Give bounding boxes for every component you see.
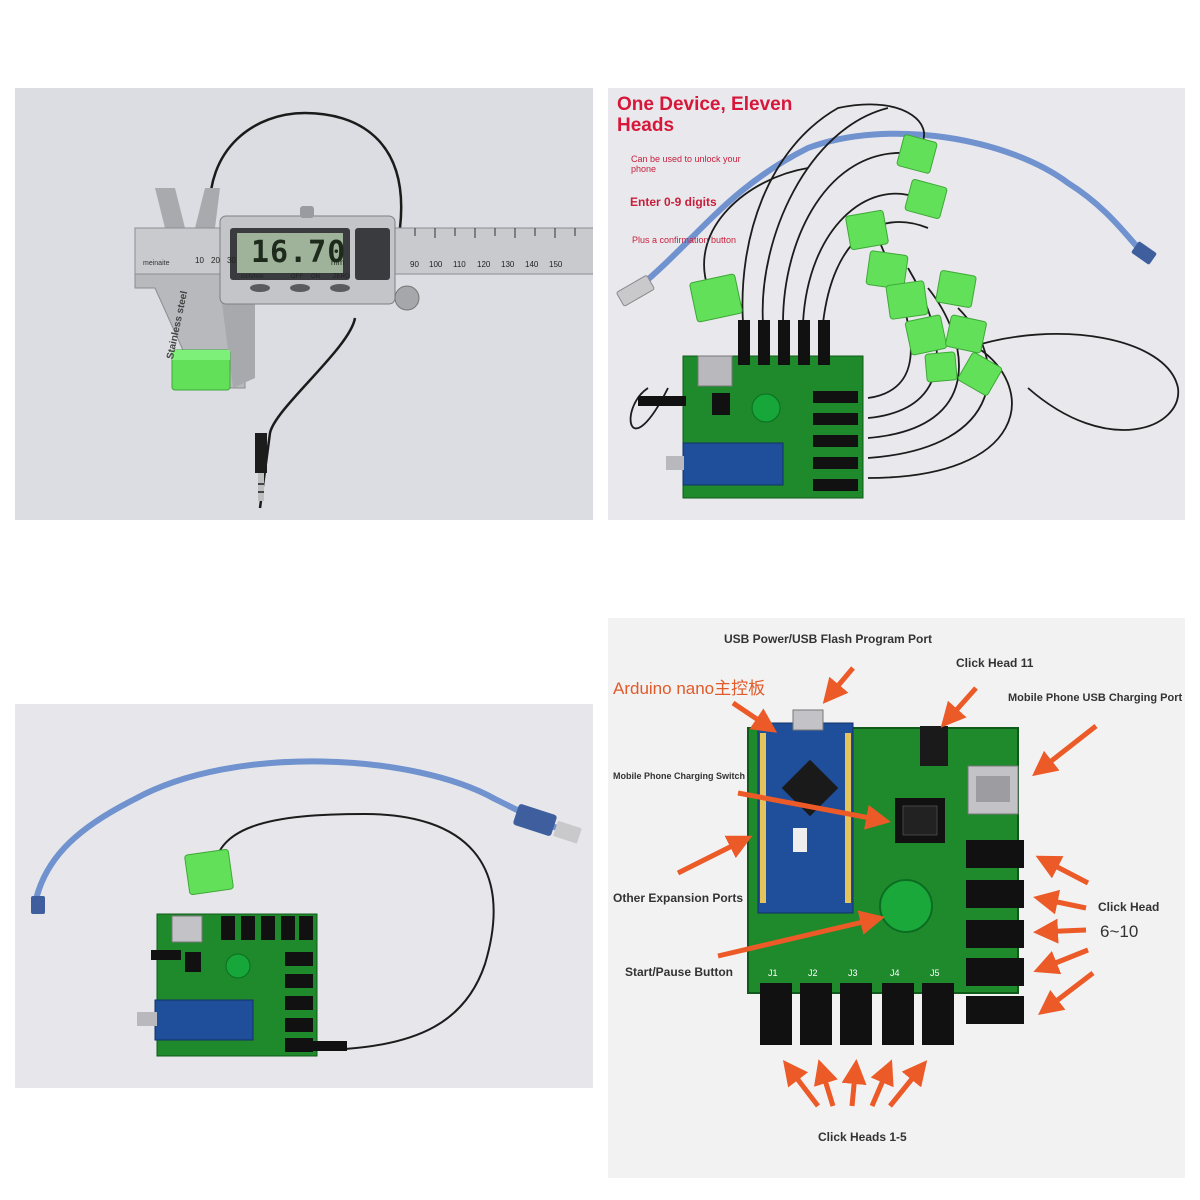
caliper-unit: mm [331, 258, 345, 267]
jack-label-j4: J4 [890, 968, 900, 978]
device-illustration [616, 103, 1179, 499]
jack-label-j3: J3 [848, 968, 858, 978]
scale-90: 90 [410, 260, 419, 269]
board-photo [15, 704, 593, 1088]
label-charging-switch: Mobile Phone Charging Switch [613, 771, 746, 781]
board-diagram: USB Power/USB Flash Program Port Click H… [608, 618, 1185, 1178]
scale-20: 20 [211, 256, 220, 265]
label-usb-power: USB Power/USB Flash Program Port [724, 632, 933, 646]
device-confirm-text: Plus a confirmation button [632, 235, 737, 245]
scale-100: 100 [429, 260, 443, 269]
jack-label-j1: J1 [768, 968, 778, 978]
caliper-illustration [134, 111, 593, 509]
label-expansion: Other Expansion Ports [613, 891, 744, 905]
label-click-heads-1-5: Click Heads 1-5 [818, 1130, 907, 1144]
label-start-pause: Start/Pause Button [625, 965, 734, 979]
scale-30: 30 [227, 256, 236, 265]
caliper-brand: meinaite [143, 260, 170, 267]
caliper-button-zero: ZERO [333, 274, 350, 280]
scale-130: 130 [501, 260, 515, 269]
label-mobile-usb: Mobile Phone USB Charging Port [1008, 692, 1183, 704]
jack-label-j2: J2 [808, 968, 818, 978]
caliper-button-on: ON [311, 274, 320, 280]
label-click-head-6-10-range: 6~10 [1100, 922, 1139, 941]
label-arduino: Arduino nano主控板 [613, 679, 766, 698]
caliper-button-inch-mm: inch/mm [241, 274, 264, 280]
jack-label-j5: J5 [930, 968, 940, 978]
scale-10: 10 [195, 256, 204, 265]
device-unlock-text: Can be used to unlock your phone [631, 154, 741, 174]
device-digits-text: Enter 0-9 digits [630, 195, 717, 209]
caliper-photo: 16.70 mm inch/mm OFF ON ZERO meinaite St… [15, 88, 593, 520]
label-click-head-6-10: Click Head [1098, 900, 1160, 914]
device-photo: One Device, Eleven Heads Can be used to … [608, 88, 1185, 520]
scale-110: 110 [453, 260, 466, 269]
caliper-button-off: OFF [291, 274, 303, 280]
board-illustration [31, 758, 582, 1057]
scale-140: 140 [525, 260, 539, 269]
caliper-reading: 16.70 [251, 235, 347, 270]
scale-120: 120 [477, 260, 491, 269]
label-click-head-11: Click Head 11 [956, 656, 1034, 670]
device-headline: One Device, Eleven Heads [617, 94, 793, 136]
scale-150: 150 [549, 260, 563, 269]
diagram-illustration [676, 666, 1098, 1108]
